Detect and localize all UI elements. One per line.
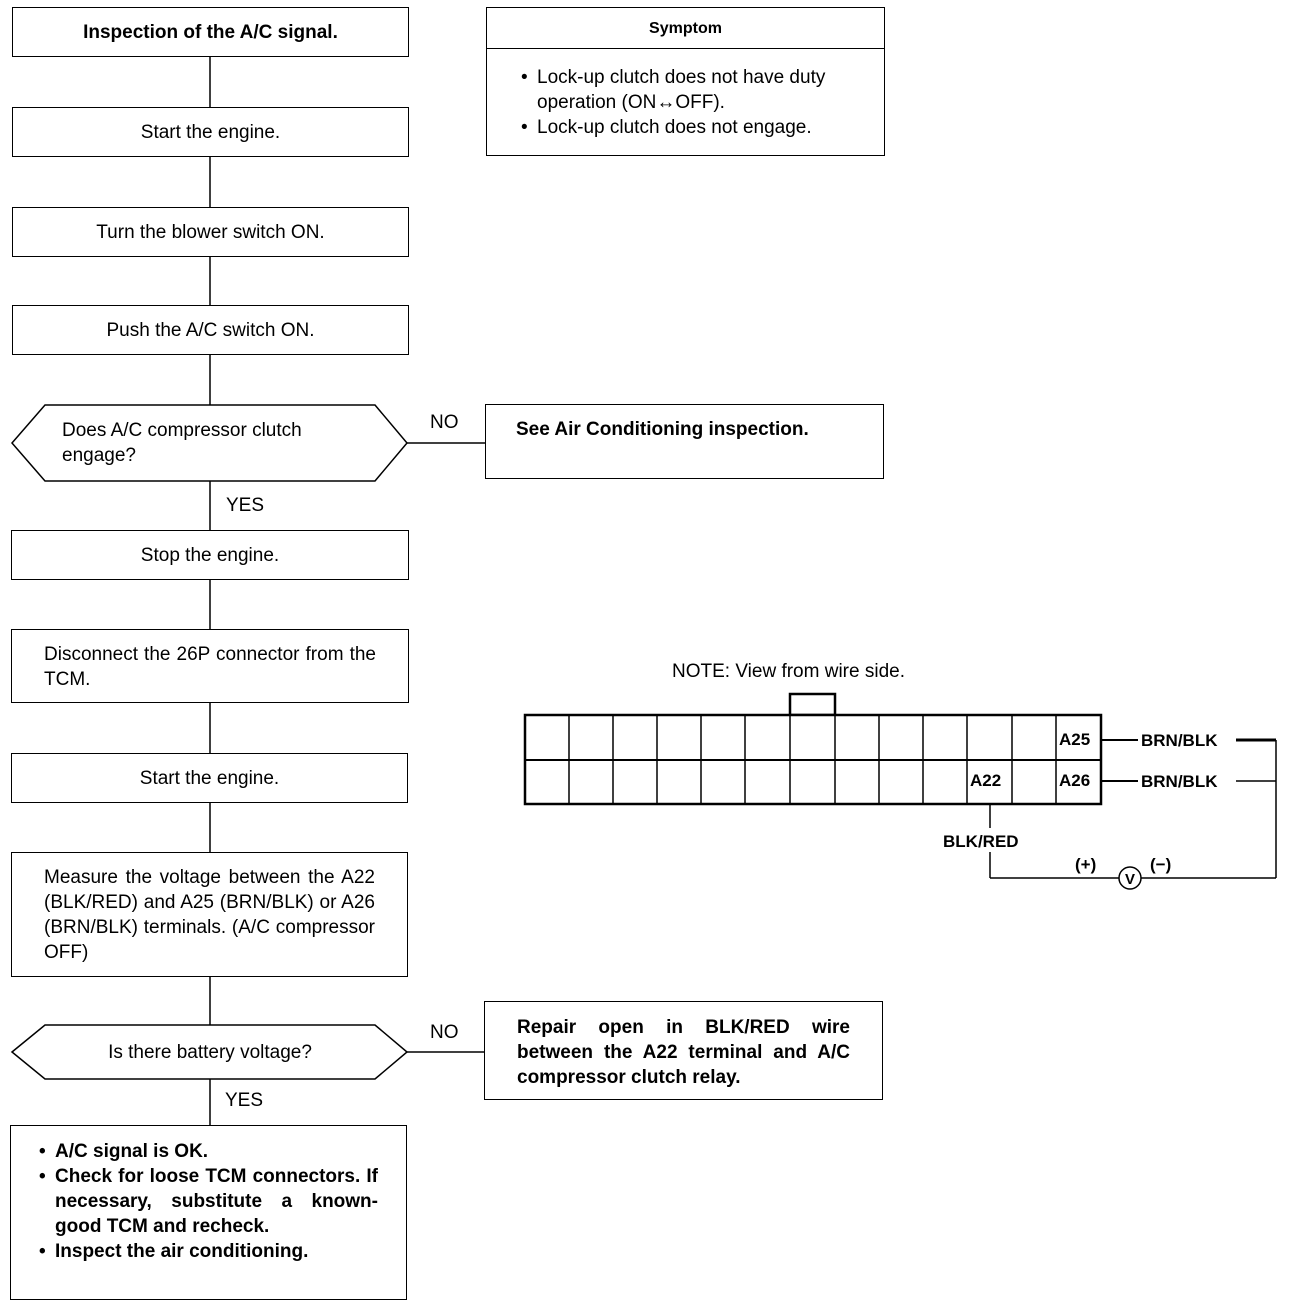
terminal-a25: A25 (1059, 730, 1091, 749)
step-blower-switch: Turn the blower switch ON. (12, 207, 409, 257)
decision2-text: Is there battery voltage? (108, 1042, 312, 1063)
connector-note: NOTE: View from wire side. (672, 661, 905, 682)
symptom-list: Lock-up clutch does not have duty operat… (487, 49, 884, 140)
step-start-engine-2-text: Start the engine. (139, 767, 280, 789)
step-inspection-text: Inspection of the A/C signal. (83, 21, 338, 43)
decision1-shape (11, 404, 408, 482)
step-start-engine-1: Start the engine. (12, 107, 409, 157)
step-start-engine-1-text: Start the engine. (140, 121, 281, 143)
final-result-list: A/C signal is OK. Check for loose TCM co… (35, 1139, 378, 1264)
step-inspection-ac-signal: Inspection of the A/C signal. (12, 7, 409, 57)
wire-label-a22: BLK/RED (943, 832, 1019, 851)
final-result-box: A/C signal is OK. Check for loose TCM co… (10, 1125, 407, 1300)
step-disconnect-text: Disconnect the 26P connector from the TC… (44, 644, 376, 690)
decision2-yes-label: YES (225, 1090, 264, 1111)
wire-label-a25: BRN/BLK (1141, 731, 1218, 750)
decision1-yes-label: YES (226, 495, 265, 516)
decision1-no-label: NO (430, 412, 459, 433)
symptom-item-duty: Lock-up clutch does not have duty operat… (517, 65, 856, 115)
step-stop-engine: Stop the engine. (11, 530, 409, 580)
symptom-item-engage: Lock-up clutch does not engage. (517, 115, 856, 140)
result-see-ac-text: See Air Conditioning inspection. (516, 419, 809, 440)
terminal-a22: A22 (970, 771, 1002, 790)
meter-plus-label: (+) (1075, 855, 1097, 874)
decision2-no-label: NO (430, 1022, 459, 1043)
symptom-title: Symptom (487, 8, 884, 49)
final-item-inspect-ac: Inspect the air conditioning. (35, 1239, 378, 1264)
final-item-check-connectors: Check for loose TCM connectors. If neces… (35, 1164, 378, 1239)
step-blower-switch-text: Turn the blower switch ON. (96, 221, 325, 243)
step-measure-voltage: Measure the voltage between the A22 (BLK… (11, 852, 408, 977)
result-see-air-conditioning: See Air Conditioning inspection. (485, 404, 884, 479)
step-measure-text: Measure the voltage between the A22 (BLK… (44, 867, 375, 963)
step-start-engine-2: Start the engine. (11, 753, 408, 803)
step-stop-engine-text: Stop the engine. (140, 544, 280, 566)
symptom-box: Symptom Lock-up clutch does not have dut… (486, 7, 885, 156)
step-ac-switch-text: Push the A/C switch ON. (106, 319, 315, 341)
wire-label-a26: BRN/BLK (1141, 772, 1218, 791)
decision1-text: Does A/C compressor clutch engage? (62, 420, 302, 466)
result-repair-text: Repair open in BLK/RED wire between the … (517, 1017, 850, 1088)
decision2-shape (10, 1024, 409, 1080)
step-disconnect-connector: Disconnect the 26P connector from the TC… (11, 629, 409, 703)
terminal-a26: A26 (1059, 771, 1091, 790)
final-item-ac-ok: A/C signal is OK. (35, 1139, 378, 1164)
meter-minus-label: (−) (1150, 855, 1172, 874)
step-ac-switch: Push the A/C switch ON. (12, 305, 409, 355)
result-repair-open-wire: Repair open in BLK/RED wire between the … (484, 1001, 883, 1100)
